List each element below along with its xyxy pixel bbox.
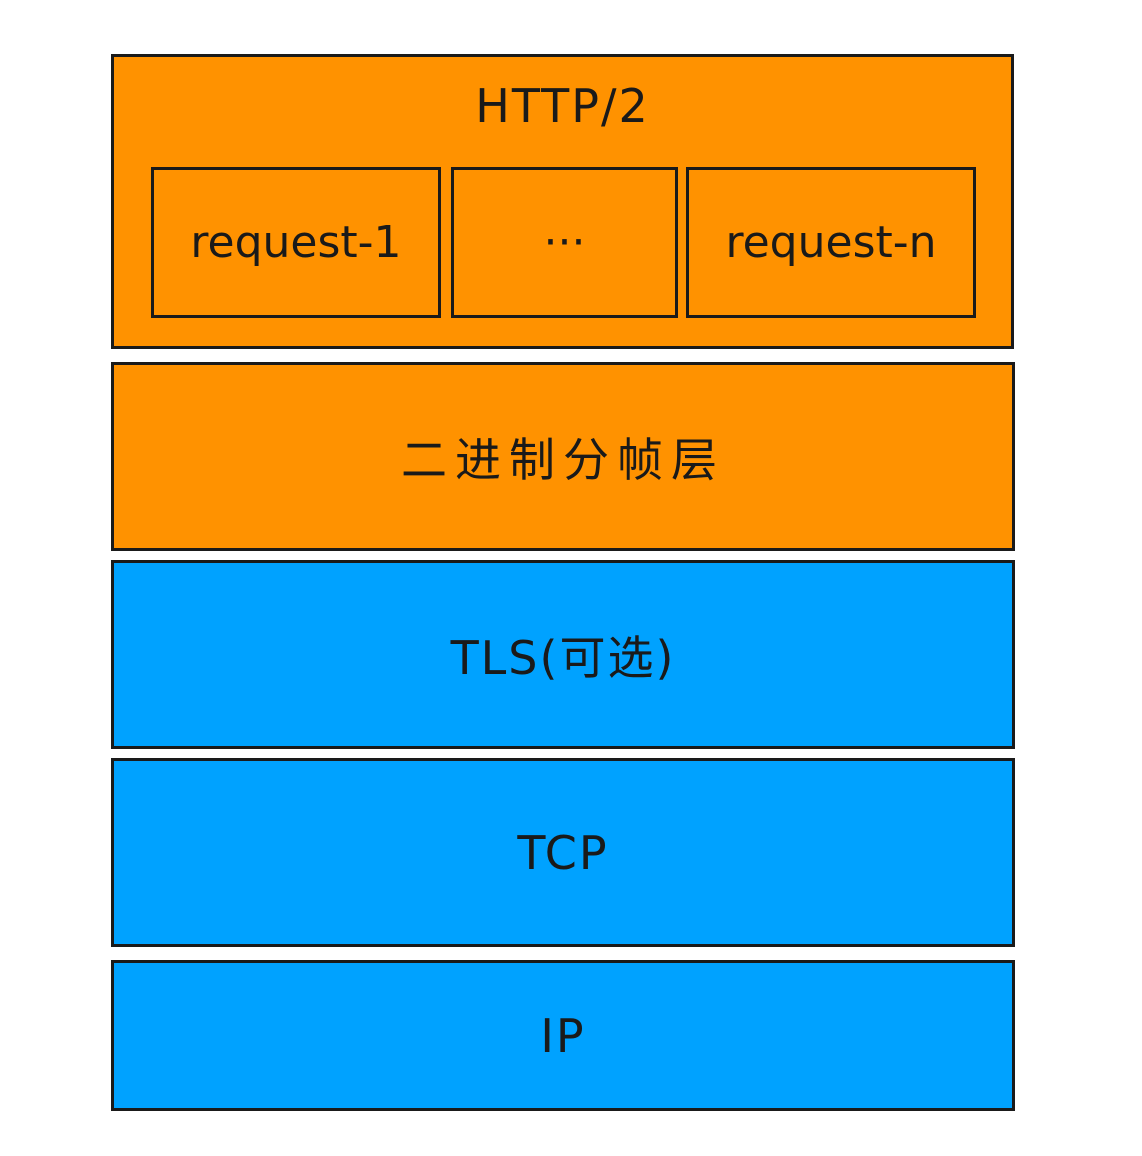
request-box-n: request-n — [686, 167, 976, 318]
request-label: request-1 — [190, 217, 402, 268]
tcp-layer: TCP — [111, 758, 1015, 947]
tls-layer: TLS(可选) — [111, 560, 1015, 749]
tcp-label: TCP — [517, 825, 609, 880]
ip-layer: IP — [111, 960, 1015, 1111]
http2-title: HTTP/2 — [475, 79, 650, 133]
request-box-ellipsis: ··· — [451, 167, 678, 318]
ellipsis-label: ··· — [543, 217, 586, 268]
binary-framing-label: 二进制分帧层 — [401, 432, 725, 487]
binary-framing-layer: 二进制分帧层 — [111, 362, 1015, 551]
tls-label: TLS(可选) — [450, 630, 676, 685]
http2-layer: HTTP/2 request-1 ··· request-n — [111, 54, 1014, 349]
ip-label: IP — [540, 1008, 586, 1063]
request-label: request-n — [725, 217, 937, 268]
request-box-1: request-1 — [151, 167, 441, 318]
